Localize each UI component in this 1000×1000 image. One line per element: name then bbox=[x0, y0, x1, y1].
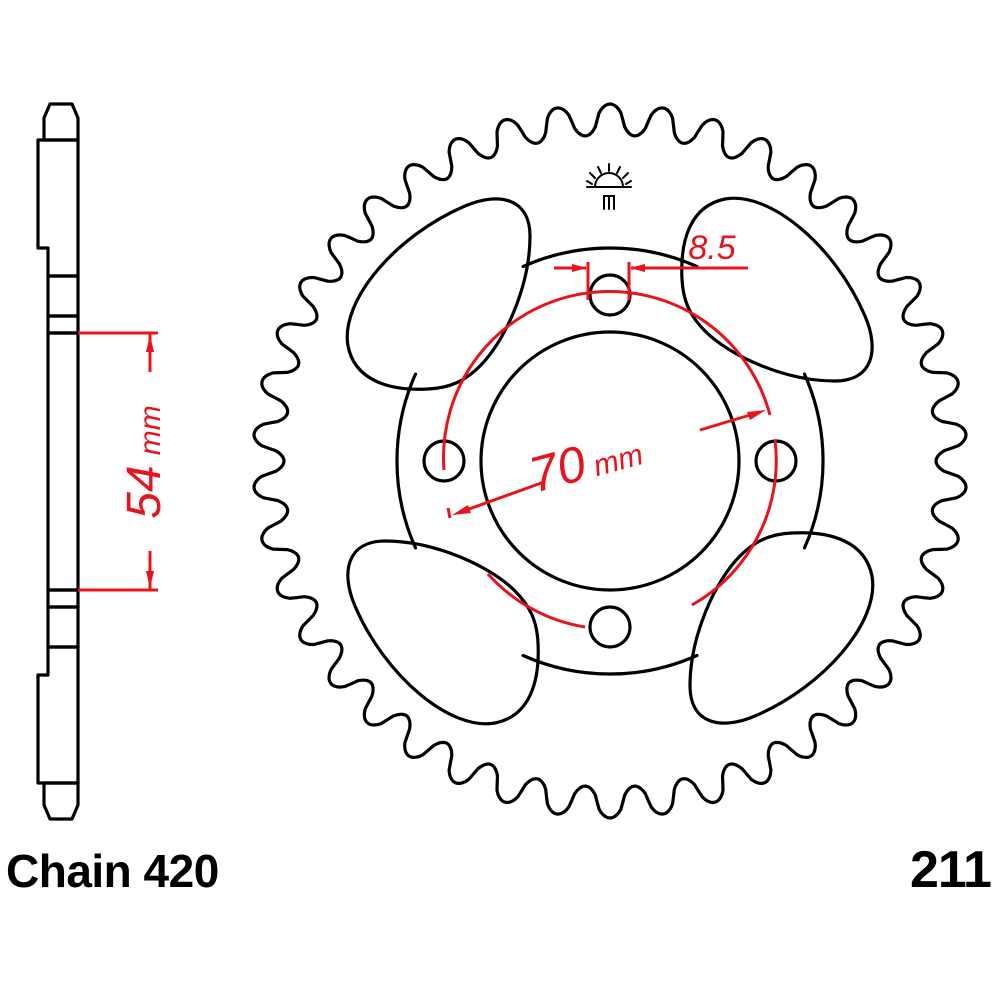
hub-offset-dimension: 54mm bbox=[78, 331, 171, 592]
chain-size-label: Chain 420 bbox=[6, 845, 219, 897]
hub-ring bbox=[395, 246, 825, 676]
lightening-cutouts bbox=[345, 196, 875, 726]
profile-hub bbox=[46, 331, 80, 592]
bolt-hole-dimension: 8.5 bbox=[554, 229, 748, 300]
profile-hub-top bbox=[46, 314, 80, 335]
bolt-hole bbox=[588, 605, 632, 649]
profile-hub-bottom bbox=[46, 588, 80, 609]
lightening-cutout bbox=[680, 196, 874, 383]
profile-top-tip bbox=[42, 102, 80, 142]
jt-sunrise-logo-icon bbox=[586, 163, 632, 210]
bolt-circle-label: 70mm bbox=[523, 420, 647, 503]
profile-bottom-rim bbox=[36, 645, 80, 785]
profile-web-bottom bbox=[46, 605, 80, 649]
bolt-hole bbox=[588, 273, 632, 317]
profile-bottom-tip bbox=[42, 781, 80, 821]
hub-offset-label: 54mm bbox=[118, 405, 171, 518]
side-profile bbox=[36, 102, 80, 821]
bolt-hole-label: 8.5 bbox=[688, 229, 735, 267]
lightening-cutout bbox=[688, 531, 875, 725]
bolt-circle-dimension: 70mm bbox=[442, 290, 778, 629]
profile-top-rim bbox=[36, 138, 80, 278]
lightening-cutout bbox=[345, 197, 532, 391]
sprocket-teeth-outline bbox=[252, 102, 968, 820]
profile-web-top bbox=[46, 274, 80, 318]
center-bore bbox=[479, 330, 741, 592]
part-number-label: 211 bbox=[910, 841, 992, 899]
lightening-cutout bbox=[346, 539, 540, 726]
